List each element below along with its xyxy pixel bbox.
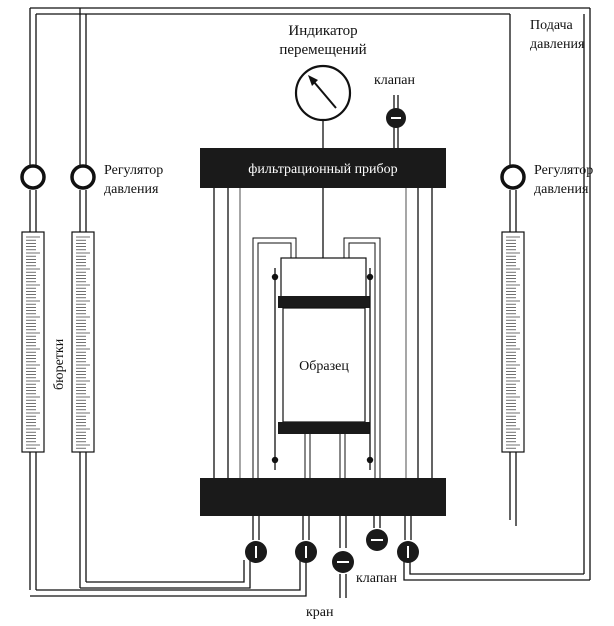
pipe-network <box>29 7 591 598</box>
valve-bottom-label: клапан <box>356 571 398 586</box>
sample-cell <box>271 257 374 478</box>
frame-columns <box>213 188 433 478</box>
pressure-regulator-icon[interactable] <box>20 164 46 190</box>
dial-gauge-icon <box>294 64 352 148</box>
tap-label: кран <box>306 605 334 620</box>
supply-label-line1: Подача <box>530 18 574 33</box>
filtration-device-base-plate <box>200 478 446 516</box>
valve-icon[interactable] <box>295 541 317 563</box>
burette-left <box>21 231 45 453</box>
valve-icon[interactable] <box>386 95 406 148</box>
valve-icon[interactable] <box>332 551 354 573</box>
valve-top-label: клапан <box>374 73 416 88</box>
valve-icon[interactable] <box>366 529 388 551</box>
sample-label: Образец <box>299 359 349 374</box>
regulator-left-label-line1: Регулятор <box>104 163 163 178</box>
valve-icon[interactable] <box>397 541 419 563</box>
regulator-right-label-line2: давления <box>534 182 589 197</box>
indicator-label-line1: Индикатор <box>288 23 357 39</box>
pressure-regulator-icon[interactable] <box>70 164 96 190</box>
burettes-label: бюретки <box>52 338 67 390</box>
burette-right <box>501 231 525 453</box>
valve-icon[interactable] <box>245 541 267 563</box>
burette-middle <box>71 231 95 453</box>
filtration-device-top-plate <box>200 148 446 188</box>
regulator-right-label-line1: Регулятор <box>534 163 593 178</box>
indicator-label-line2: перемещений <box>279 42 366 58</box>
filtration-device-label: фильтрационный прибор <box>248 162 397 177</box>
pressure-regulator-icon[interactable] <box>500 164 526 190</box>
regulator-left-label-line2: давления <box>104 182 159 197</box>
supply-label-line2: давления <box>530 37 585 52</box>
